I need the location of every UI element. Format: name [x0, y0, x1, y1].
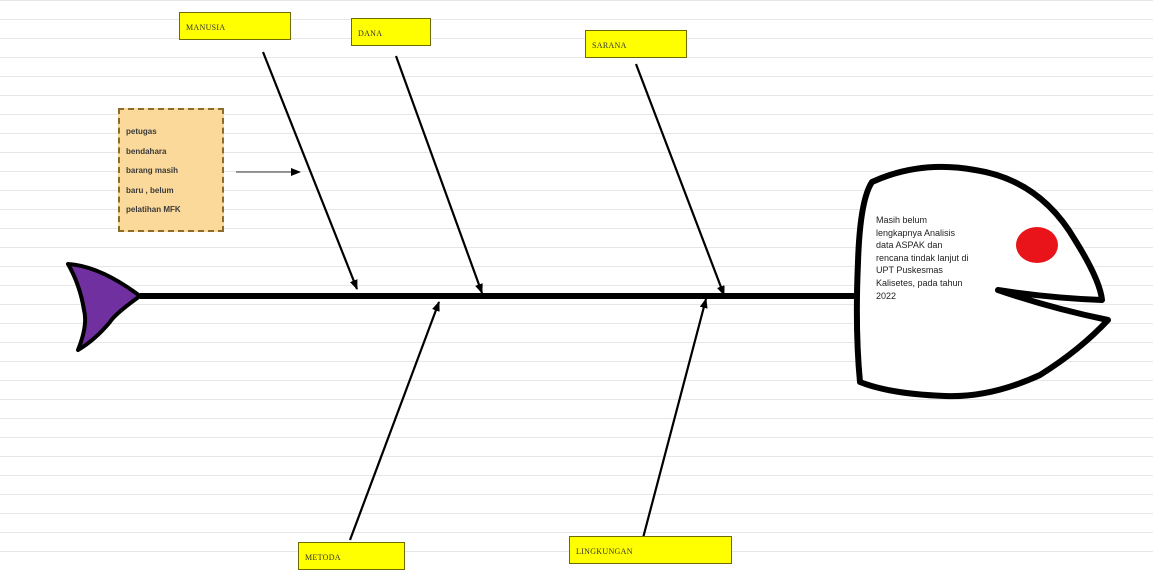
category-label-metode: METODA [298, 542, 405, 570]
category-label-sarana: SARANA [585, 30, 687, 58]
bone-sarana [634, 63, 726, 296]
fish-tail [66, 262, 142, 352]
bone-manusia [261, 51, 359, 290]
problem-statement: Masih belum lengkapnya Analisis data ASP… [876, 215, 969, 301]
cause-note-text: petugas bendahara barang masih baru , be… [126, 127, 181, 214]
fish-head [853, 163, 1111, 400]
bone-lingkungan [641, 298, 708, 539]
category-label-lingkungan: LINGKUNGAN [569, 536, 732, 564]
category-label-dana: DANA [351, 18, 431, 46]
bone-metode [348, 301, 441, 541]
cause-note-box: petugas bendahara barang masih baru , be… [118, 108, 224, 232]
bone-dana [394, 55, 484, 294]
fish-eye [1016, 227, 1058, 263]
category-label-manusia: MANUSIA [179, 12, 291, 40]
